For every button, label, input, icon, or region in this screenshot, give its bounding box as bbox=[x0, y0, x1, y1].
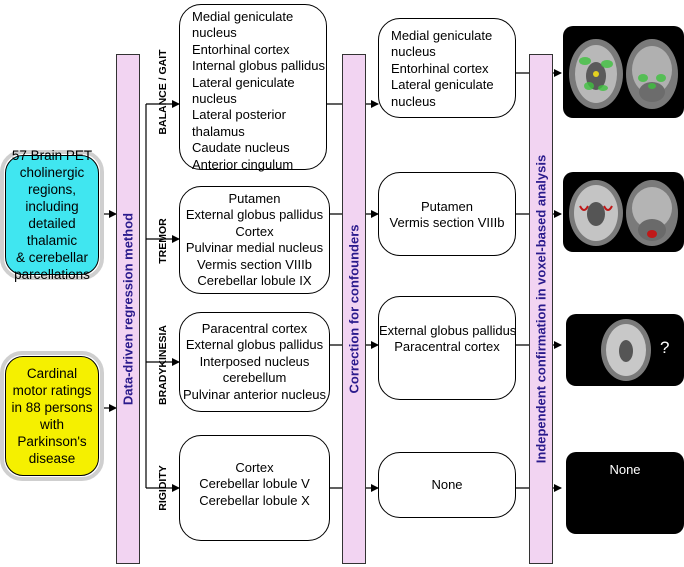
region-line: Internal globus pallidus bbox=[192, 58, 325, 74]
pet-box-line: parcellations bbox=[14, 267, 90, 282]
region-line: Cerebellar lobule V bbox=[199, 476, 310, 492]
corrected-line: Entorhinal cortex bbox=[391, 60, 489, 76]
unconfirmed-question-mark: ? bbox=[660, 338, 670, 357]
region-line: External globus pallidus bbox=[185, 337, 324, 353]
region-line: thalamus bbox=[192, 123, 245, 139]
region-line: Cortex bbox=[235, 223, 274, 239]
corrected-line: Paracentral cortex bbox=[394, 339, 500, 355]
pet-regions-box: 57 Brain PET cholinergic regions, including… bbox=[5, 148, 99, 282]
corrected-line: Putamen bbox=[420, 199, 474, 214]
region-line: Cerebellar lobule X bbox=[199, 492, 310, 508]
region-line: Vermis section VIIIb bbox=[197, 256, 312, 272]
corrected-line: nucleus bbox=[391, 44, 436, 60]
region-line: Lateral geniculate bbox=[192, 74, 295, 90]
brain-image-tremor bbox=[563, 172, 684, 252]
category-label-tremor: TREMOR bbox=[157, 218, 169, 264]
brain-slice-axial bbox=[601, 319, 651, 381]
region-line: nucleus bbox=[192, 91, 237, 107]
confirmation-bar: Independent confirmation in voxel-based … bbox=[529, 54, 553, 564]
pet-box-line: 57 Brain PET bbox=[11, 148, 93, 163]
region-line: cerebellum bbox=[222, 370, 287, 386]
region-line: Anterior cingulum bbox=[192, 156, 294, 172]
category-label-rigidity: RIGIDITY bbox=[157, 465, 169, 511]
result-panel-rigidity: None bbox=[566, 452, 684, 534]
pet-box-line: cholinergic bbox=[19, 165, 85, 180]
confirmation-bar-label: Independent confirmation in voxel-based … bbox=[533, 154, 549, 464]
brain-slice-axial-left bbox=[569, 180, 623, 246]
motor-box-line: disease bbox=[28, 451, 76, 466]
corrected-line: None bbox=[431, 477, 463, 492]
region-line: Lateral posterior bbox=[192, 107, 286, 123]
method-bar: Data-driven regression method bbox=[116, 54, 140, 564]
corrected-line: Medial geniculate bbox=[391, 28, 493, 43]
region-line: Interposed nucleus bbox=[199, 353, 310, 369]
region-line: External globus pallidus bbox=[185, 207, 324, 223]
pet-box-line: & cerebellar bbox=[15, 250, 89, 265]
brain-slice-axial-right bbox=[626, 180, 678, 246]
category-label-bradykinesia: BRADYKINESIA bbox=[157, 325, 169, 405]
corrected-line: nucleus bbox=[391, 93, 436, 109]
region-line: Putamen bbox=[228, 191, 281, 206]
motor-box-line: motor ratings bbox=[12, 383, 92, 398]
pet-box-line: detailed thalamic bbox=[26, 216, 78, 248]
region-line: Paracentral cortex bbox=[201, 321, 308, 336]
motor-box-line: with bbox=[39, 417, 64, 432]
motor-box-line: in 88 persons bbox=[11, 400, 93, 415]
pet-box-frame bbox=[0, 150, 104, 280]
pet-box-line: including bbox=[25, 199, 79, 214]
brain-image-bradykinesia: ? bbox=[566, 314, 684, 386]
region-line: Pulvinar medial nucleus bbox=[185, 240, 324, 256]
region-line: Cerebellar lobule IX bbox=[197, 273, 312, 289]
corrected-line: Vermis section VIIIb bbox=[389, 215, 505, 231]
motor-box-frame bbox=[0, 351, 104, 481]
motor-box-line: Cardinal bbox=[26, 366, 78, 381]
corrected-line: External globus pallidus bbox=[379, 323, 517, 338]
method-bar-label: Data-driven regression method bbox=[120, 212, 136, 406]
pet-box-line: regions, bbox=[27, 182, 77, 197]
result-none-label: None bbox=[609, 462, 641, 477]
region-line: Entorhinal cortex bbox=[192, 41, 290, 57]
region-line: Pulvinar anterior nucleus bbox=[182, 386, 327, 402]
region-line: Medial geniculate bbox=[192, 9, 294, 24]
region-line: nucleus bbox=[192, 25, 237, 41]
brain-image-balance-gait bbox=[563, 26, 684, 118]
category-label-balance-gait: BALANCE / GAIT bbox=[157, 49, 169, 135]
region-line: Caudate nucleus bbox=[192, 140, 290, 156]
brain-slice-axial-left bbox=[569, 39, 623, 109]
region-line: Cortex bbox=[235, 460, 274, 475]
corrected-box-rigidity: None bbox=[378, 452, 516, 518]
confounders-bar-label: Correction for confounders bbox=[346, 224, 362, 394]
corrected-line: Lateral geniculate bbox=[391, 77, 494, 93]
motor-box-line: Parkinson's bbox=[17, 434, 87, 449]
brain-slice-axial-right bbox=[626, 39, 678, 109]
confounders-bar: Correction for confounders bbox=[342, 54, 366, 564]
